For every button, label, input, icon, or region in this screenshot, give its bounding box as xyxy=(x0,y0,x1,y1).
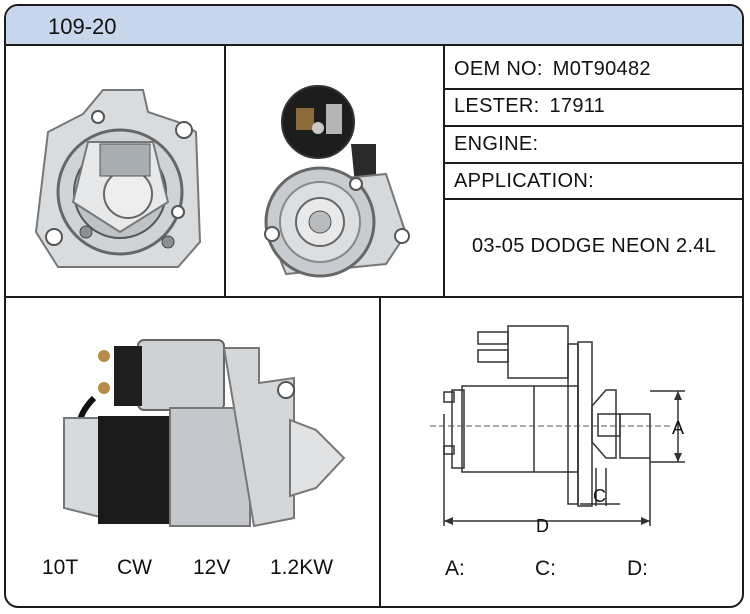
lester-label: LESTER: xyxy=(454,95,540,117)
engine-label: ENGINE: xyxy=(454,133,539,155)
product-card: 109-20 xyxy=(4,4,744,608)
dim-c-label: C: xyxy=(535,557,556,580)
power-spec: 1.2KW xyxy=(270,556,334,579)
part-number-title: 109-20 xyxy=(48,14,117,39)
lester-value: 17911 xyxy=(549,95,606,117)
divider-photo-2 xyxy=(443,46,445,296)
voltage-spec: 12V xyxy=(193,556,231,579)
oem-row: OEM NO: M0T90482 xyxy=(454,58,651,81)
oem-label: OEM NO: xyxy=(454,58,543,80)
application-label: APPLICATION: xyxy=(454,170,594,192)
engine-row: ENGINE: xyxy=(454,133,548,156)
dimension-diagram: A C D xyxy=(430,325,685,536)
divider-photo-1 xyxy=(224,46,226,296)
application-row: APPLICATION: xyxy=(454,170,594,193)
teeth-spec: 10T xyxy=(42,556,79,579)
dim-d-label: D: xyxy=(627,557,648,580)
starter-side-photo xyxy=(63,339,346,528)
middle-divider xyxy=(6,296,742,298)
row-divider-4 xyxy=(443,198,742,200)
starter-front-photo xyxy=(264,85,410,278)
lester-row: LESTER: 17911 xyxy=(454,95,605,118)
row-divider-2 xyxy=(443,125,742,127)
diagram-label-c: C xyxy=(593,486,606,506)
row-divider-1 xyxy=(443,88,742,90)
starter-rear-photo xyxy=(34,89,202,268)
row-divider-3 xyxy=(443,162,742,164)
application-value: 03-05 DODGE NEON 2.4L xyxy=(472,235,717,257)
divider-bottom xyxy=(379,296,381,606)
dim-a-label: A: xyxy=(445,557,465,580)
diagram-label-d: D xyxy=(536,516,549,536)
rotation-spec: CW xyxy=(117,556,152,579)
title-bar: 109-20 xyxy=(6,6,742,46)
oem-value: M0T90482 xyxy=(552,58,651,80)
diagram-label-a: A xyxy=(672,418,684,438)
